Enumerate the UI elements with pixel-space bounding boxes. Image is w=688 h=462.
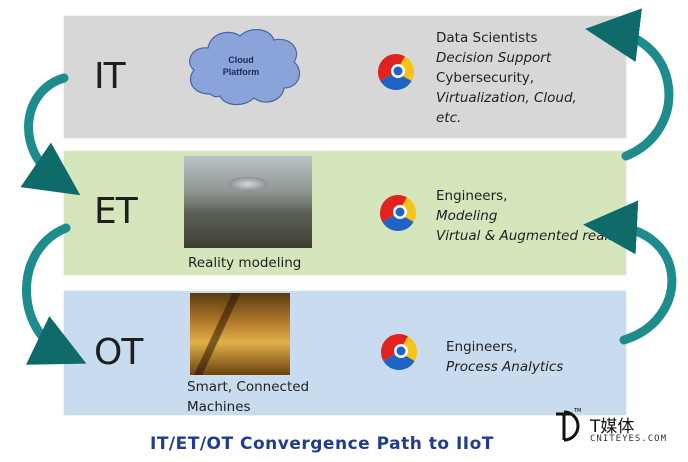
description-line: Cybersecurity, (436, 70, 535, 86)
description-line: Data Scientists (436, 30, 538, 46)
ot-layer-band (64, 291, 626, 415)
logo-red-segment (378, 53, 405, 81)
ot-role-description: Engineers, Process Analytics (446, 337, 563, 377)
logo-center-dot (395, 207, 405, 217)
caption-line: Smart, Connected (187, 379, 310, 395)
et-layer-code: ET (94, 191, 138, 232)
chrome-logo-icon (381, 334, 417, 370)
description-line: Virtual & Augmented reality (436, 228, 626, 244)
description-line: Decision Support (436, 50, 552, 66)
et-layer-band (64, 151, 626, 275)
description-line: Engineers, (436, 188, 508, 204)
logo-red-segment (381, 334, 408, 361)
cloud-platform-text: Cloud Platform (222, 55, 260, 77)
brand-logo-icon: TM (556, 408, 581, 442)
logo-center-dot (396, 346, 406, 356)
logo-blue-segment (382, 213, 414, 231)
logo-red-segment (380, 195, 407, 222)
description-line: Process Analytics (446, 359, 564, 375)
logo-yellow-segment (396, 56, 414, 81)
connected-machines-image (190, 293, 290, 375)
description-line: Virtualization, Cloud, (436, 90, 577, 106)
chrome-logo-icon (380, 195, 416, 231)
description-line: Modeling (436, 208, 498, 224)
logo-blue-segment (380, 72, 412, 90)
reality-modeling-caption: Reality modeling (188, 255, 302, 271)
trademark-text: TM (573, 408, 581, 414)
description-line: etc. (436, 110, 462, 126)
it-layer-code: IT (94, 56, 126, 97)
cloud-platform-label: Cloud Platform (212, 54, 270, 78)
chrome-logo-icon (378, 53, 414, 90)
description-line: Engineers, (446, 339, 518, 355)
reality-modeling-image (184, 156, 312, 248)
ot-layer-code: OT (94, 332, 143, 373)
brand-name: T媒体 (590, 417, 635, 437)
cloud-icon (189, 29, 301, 106)
caption-line: Machines (187, 399, 251, 415)
logo-blue-segment (383, 352, 415, 370)
it-layer-band (64, 16, 626, 138)
logo-yellow-segment (399, 336, 417, 361)
brand-url: CNITEYES.COM (590, 434, 668, 444)
smart-machines-caption: Smart, Connected Machines (187, 377, 327, 417)
logo-center-dot (393, 66, 403, 76)
arrow-et-to-ot (22, 223, 87, 365)
diagram-title: IT/ET/OT Convergence Path to IIoT (150, 434, 494, 454)
logo-yellow-segment (398, 197, 416, 222)
arrow-it-to-et (20, 73, 81, 196)
